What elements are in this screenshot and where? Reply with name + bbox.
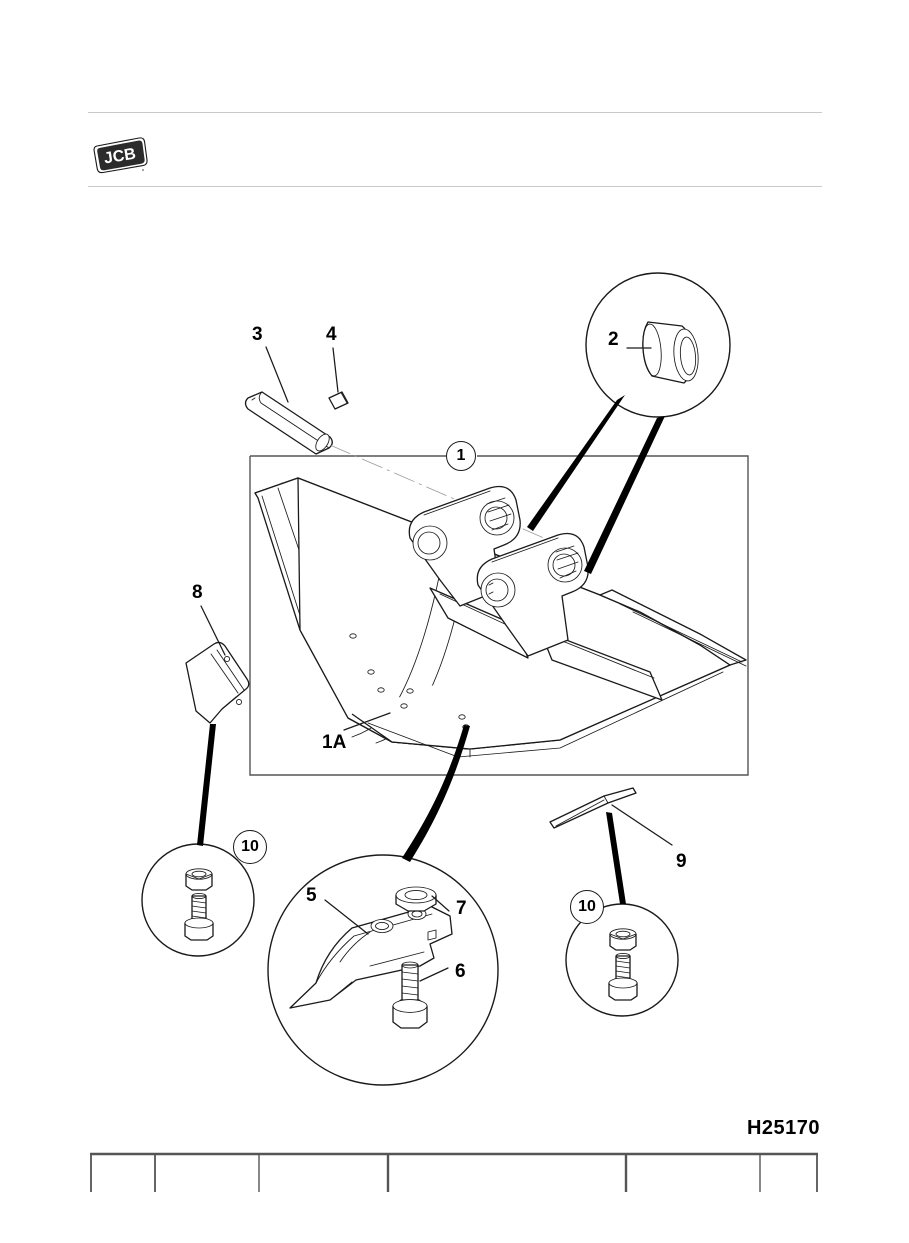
leader-7 xyxy=(431,895,450,912)
header-rule-top xyxy=(88,112,822,113)
part-10-bolt-right xyxy=(608,952,638,1001)
part-3-pivot-pin xyxy=(244,391,333,455)
callout-8: 8 xyxy=(192,582,203,603)
leader-3 xyxy=(265,346,289,403)
callout-circle-1: 1 xyxy=(446,441,476,471)
detail-leader-fixing-right xyxy=(606,812,626,904)
main-view-frame xyxy=(249,455,749,776)
callout-5: 5 xyxy=(306,885,317,906)
detail-leader-fixing-left xyxy=(197,724,216,846)
callout-3: 3 xyxy=(252,324,263,345)
parts-table xyxy=(88,1152,820,1243)
figure-code: H25170 xyxy=(746,1117,820,1139)
leader-8 xyxy=(200,605,226,656)
leader-9 xyxy=(611,804,673,846)
part-10-bolt-left xyxy=(184,892,214,941)
callout-circle-10-right: 10 xyxy=(570,890,604,924)
part-4-roll-pin xyxy=(328,391,349,410)
leader-6 xyxy=(419,967,449,982)
header-rule-bottom xyxy=(88,186,822,187)
leader-1A xyxy=(343,712,391,731)
callout-2: 2 xyxy=(608,329,619,350)
leader-4 xyxy=(332,347,339,393)
bucket-mounting-ear-front xyxy=(476,532,589,657)
part-8-side-cutter xyxy=(185,641,250,724)
detail-circle-fixing-right xyxy=(565,903,679,1017)
jcb-logo-text: JCB xyxy=(103,146,137,168)
registered-mark-icon xyxy=(141,168,145,172)
detail-leader-bush xyxy=(527,395,665,574)
part-9-blade xyxy=(549,787,637,829)
detail-circle-fixing-left xyxy=(141,843,255,957)
part-1-bucket-assembly xyxy=(254,477,747,758)
part-6-bolt xyxy=(392,961,428,1029)
callout-6: 6 xyxy=(455,961,466,982)
callout-1a: 1A xyxy=(322,732,347,753)
part-5-bucket-tooth xyxy=(289,905,453,1009)
part-10-nut-right xyxy=(609,928,637,951)
callout-7: 7 xyxy=(456,898,467,919)
part-7-nut xyxy=(395,886,437,912)
callout-circle-10-left: 10 xyxy=(233,830,267,864)
detail-circle-bush xyxy=(585,272,731,418)
callout-4: 4 xyxy=(326,324,337,345)
detail-circle-tooth xyxy=(267,854,499,1086)
leader-5 xyxy=(324,899,369,935)
callout-9: 9 xyxy=(676,851,687,872)
part-10-nut-left xyxy=(185,868,213,891)
callout-leaders xyxy=(200,346,673,982)
jcb-logo: JCB xyxy=(92,136,150,174)
detail-leader-tooth xyxy=(402,725,470,862)
